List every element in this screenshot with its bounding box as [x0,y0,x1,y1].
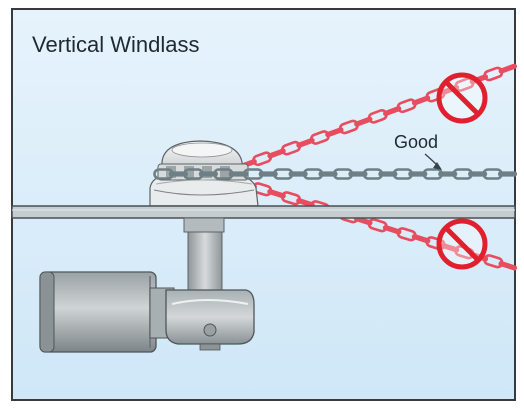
chain-link [296,137,315,148]
windlass-gypsy [149,140,259,207]
chain-link [498,261,518,271]
chain-link [378,171,398,177]
chain-link [325,127,344,138]
windlass-gearbox [165,289,255,351]
chain-link [348,171,368,177]
chain-link [408,171,428,177]
windlass-shaft [183,217,225,291]
chain-link [411,234,431,244]
chain-link [468,171,488,177]
chain-link [383,106,402,117]
chain-link [288,171,308,177]
deck [11,205,516,219]
chain-link [354,116,373,127]
prohibit-icon [436,72,488,124]
chain-link [438,171,458,177]
chain-link [498,63,517,74]
chain-link [198,171,218,177]
chain-link [168,171,189,177]
chain-link [228,171,248,177]
chain-link [318,171,338,177]
good-label: Good [394,132,438,152]
chain-link [497,171,518,177]
windlass-motor [39,271,175,353]
prohibit-icon [436,218,488,270]
chain-link [258,171,278,177]
diagram-title: Vertical Windlass [32,32,200,57]
chain-link [382,225,402,235]
chain-link [267,148,286,159]
chain-link [411,95,431,106]
correct-chain-horizontal [153,168,518,180]
chain-link [267,189,286,199]
